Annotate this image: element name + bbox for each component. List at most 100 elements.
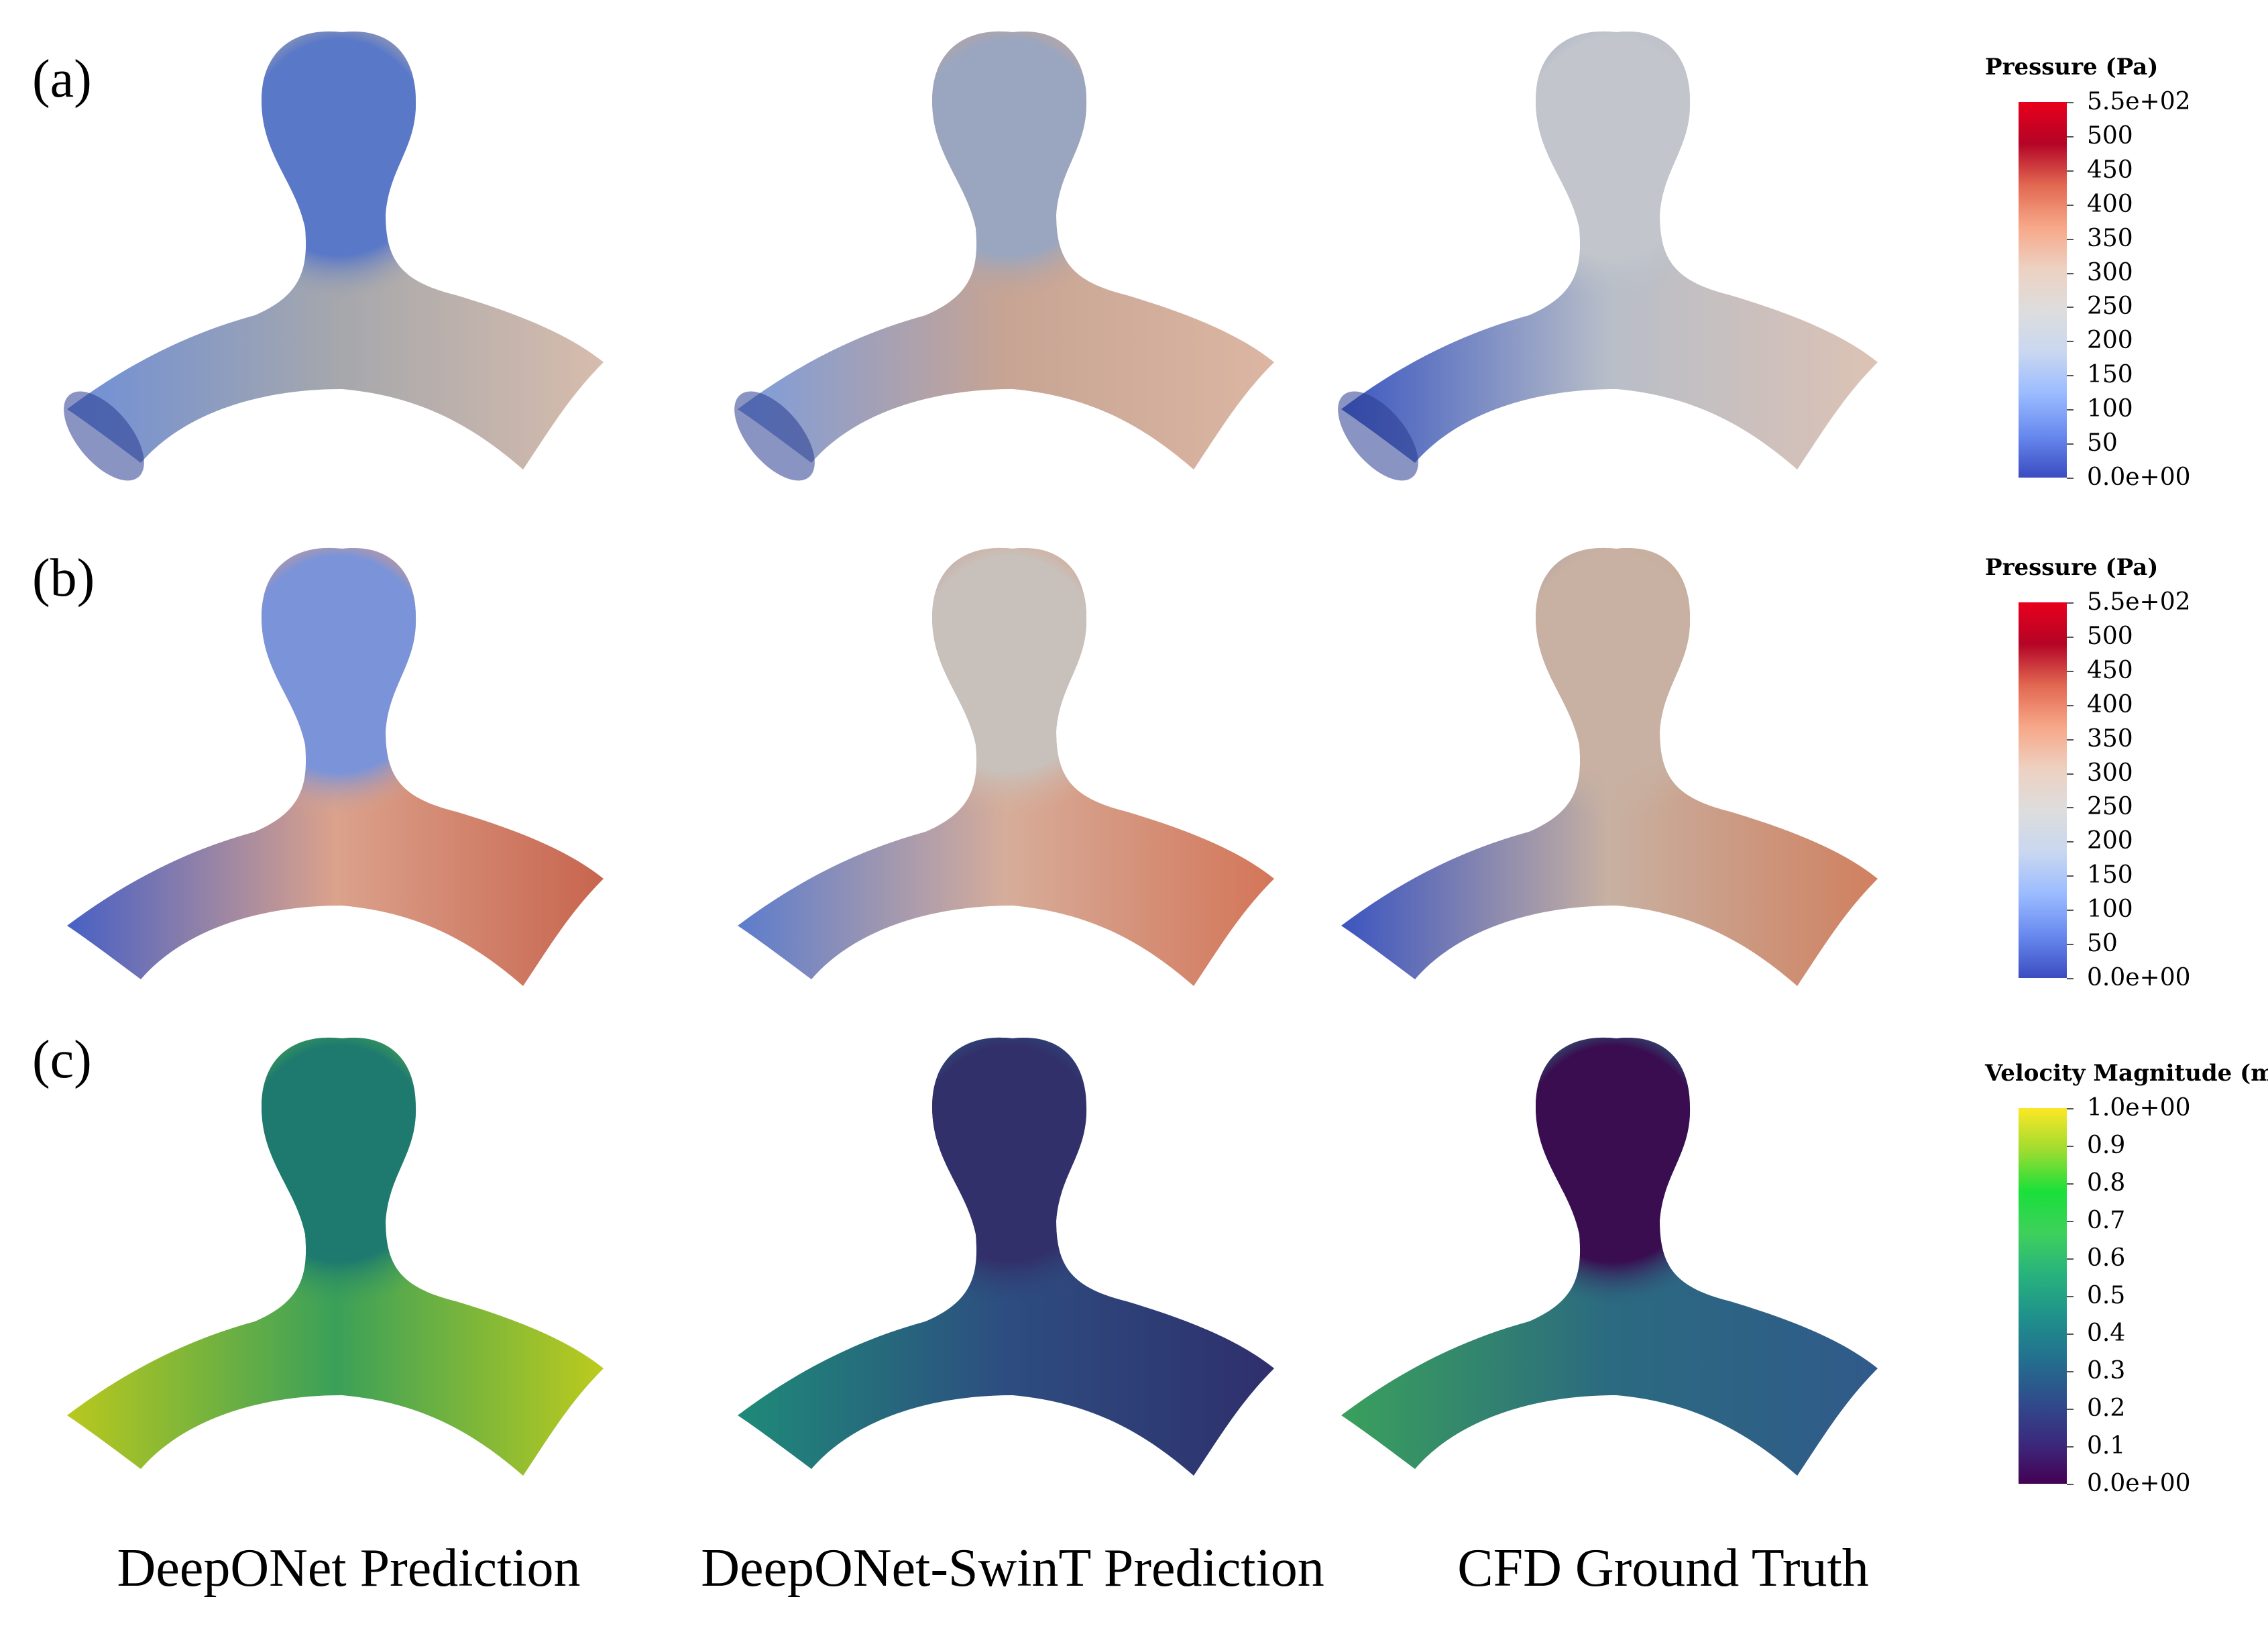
colorbar-tick-label: 0.1 [2087, 1432, 2126, 1460]
colorbar-tick-mark [2067, 375, 2074, 377]
colorbar-tick-mark [2067, 944, 2074, 946]
colorbar-tick-mark [2067, 1484, 2074, 1485]
colorbar-tick-mark [2067, 670, 2074, 672]
colorbar-tick-mark [2067, 978, 2074, 979]
colorbar-tick-mark [2067, 272, 2074, 274]
colorbar-tick-mark [2067, 773, 2074, 775]
colorbar-pressure-b: Pressure (Pa) 5.5e+02 500 450 400 350 300 250 2… [1985, 554, 2267, 997]
colorbar-tick-label: 100 [2087, 895, 2133, 924]
colorbar-tick-label: 200 [2087, 327, 2133, 355]
colorbar-tick-mark [2067, 307, 2074, 309]
aneurysm-dome [875, 547, 1143, 818]
colorbar-tick-mark [2067, 409, 2074, 411]
colorbar-tick-mark [2067, 1409, 2074, 1410]
colorbar-tick-mark [2067, 341, 2074, 343]
vessel-figure-c-1 [67, 1037, 604, 1476]
colorbar-tick-label: 0.9 [2087, 1132, 2126, 1159]
colorbar-tick-label: 50 [2087, 429, 2118, 457]
aneurysm-dome [1479, 31, 1747, 302]
colorbar-tick-mark [2067, 1183, 2074, 1185]
colorbar-tick-label: 0.7 [2087, 1207, 2126, 1234]
colorbar-gradient [2019, 602, 2067, 978]
colorbar-tick-label: 150 [2087, 861, 2133, 889]
aneurysm-dome [1479, 1037, 1747, 1308]
colorbar-velocity-c: Velocity Magnitude (m/s) 1.0e+00 0.9 0.8 0.… [1985, 1060, 2268, 1503]
aneurysm-dome [205, 547, 473, 818]
inlet-opening [64, 391, 144, 481]
colorbar-tick-mark [2067, 135, 2074, 138]
colorbar-tick-label: 400 [2087, 690, 2133, 718]
colorbar-tick-mark [2067, 170, 2074, 172]
colorbar-tick-label: 0.0e+00 [2087, 1470, 2191, 1497]
aneurysm-dome [1479, 547, 1747, 818]
colorbar-tick-mark [2067, 602, 2074, 604]
aneurysm-dome [875, 1037, 1143, 1308]
column-label-deeponet: DeepONet Prediction [117, 1539, 581, 1598]
colorbar-tick-mark [2067, 1334, 2074, 1335]
colorbar-tick-mark [2067, 1146, 2074, 1147]
colorbar-tick-label: 300 [2087, 258, 2133, 286]
panel-label-a: (a) [32, 50, 92, 109]
colorbar-tick-label: 500 [2087, 622, 2133, 650]
colorbar-tick-mark [2067, 1296, 2074, 1297]
colorbar-tick-mark [2067, 1258, 2074, 1260]
panel-label-b: (b) [32, 549, 95, 608]
colorbar-tick-mark [2067, 1446, 2074, 1448]
colorbar-tick-mark [2067, 704, 2074, 706]
colorbar-tick-label: 250 [2087, 793, 2133, 821]
vessel-figure-c-3 [1341, 1037, 1878, 1476]
colorbar-tick-label: 300 [2087, 759, 2133, 787]
colorbar-tick-mark [2067, 478, 2074, 479]
colorbar-tick-label: 150 [2087, 361, 2133, 389]
colorbar-tick-label: 1.0e+00 [2087, 1094, 2191, 1122]
colorbar-tick-label: 500 [2087, 121, 2133, 150]
colorbar-tick-label: 0.6 [2087, 1244, 2126, 1272]
vessel-figure-a-2 [734, 31, 1274, 481]
aneurysm-dome [875, 31, 1143, 302]
column-label-cfd: CFD Ground Truth [1457, 1539, 1869, 1598]
colorbar-tick-label: 5.5e+02 [2087, 88, 2191, 115]
inlet-opening [1338, 391, 1418, 481]
colorbar-tick-mark [2067, 1108, 2074, 1109]
panel-label-c: (c) [32, 1030, 92, 1089]
colorbar-tick-label: 450 [2087, 156, 2133, 184]
colorbar-tick-mark [2067, 841, 2074, 843]
column-label-deeponet-swint: DeepONet-SwinT Prediction [701, 1539, 1324, 1598]
colorbar-tick-label: 5.5e+02 [2087, 588, 2191, 616]
vessel-figure-a-3 [1338, 31, 1878, 481]
colorbar-tick-label: 0.2 [2087, 1395, 2126, 1422]
colorbar-tick-label: 350 [2087, 724, 2133, 753]
colorbar-tick-mark [2067, 807, 2074, 809]
colorbar-tick-label: 0.3 [2087, 1357, 2126, 1384]
colorbar-tick-label: 0.4 [2087, 1319, 2126, 1347]
colorbar-title: Velocity Magnitude (m/s) [1985, 1060, 2268, 1087]
colorbar-tick-label: 0.0e+00 [2087, 964, 2191, 991]
colorbar-tick-label: 0.5 [2087, 1282, 2126, 1309]
colorbar-tick-mark [2067, 739, 2074, 741]
vessel-figure-b-1 [67, 547, 604, 986]
colorbar-gradient [2019, 102, 2067, 478]
colorbar-tick-mark [2067, 875, 2074, 877]
vessel-figure-b-2 [738, 547, 1274, 986]
colorbar-tick-label: 0.8 [2087, 1169, 2126, 1197]
colorbar-tick-mark [2067, 636, 2074, 638]
aneurysm-dome [205, 1037, 473, 1308]
aneurysm-dome [205, 31, 473, 302]
colorbar-title: Pressure (Pa) [1985, 554, 2159, 581]
vessel-figure-b-3 [1341, 547, 1878, 986]
colorbar-tick-label: 0.0e+00 [2087, 464, 2191, 491]
colorbar-title: Pressure (Pa) [1985, 54, 2159, 80]
colorbar-tick-mark [2067, 910, 2074, 912]
colorbar-tick-mark [2067, 1371, 2074, 1372]
colorbar-tick-label: 250 [2087, 292, 2133, 321]
colorbar-tick-label: 450 [2087, 656, 2133, 684]
colorbar-tick-label: 400 [2087, 190, 2133, 218]
colorbar-tick-mark [2067, 443, 2074, 445]
colorbar-tick-mark [2067, 102, 2074, 103]
colorbar-tick-label: 200 [2087, 827, 2133, 855]
colorbar-tick-mark [2067, 238, 2074, 240]
vessel-figure-c-2 [738, 1037, 1274, 1476]
colorbar-tick-mark [2067, 204, 2074, 206]
colorbar-tick-mark [2067, 1221, 2074, 1222]
